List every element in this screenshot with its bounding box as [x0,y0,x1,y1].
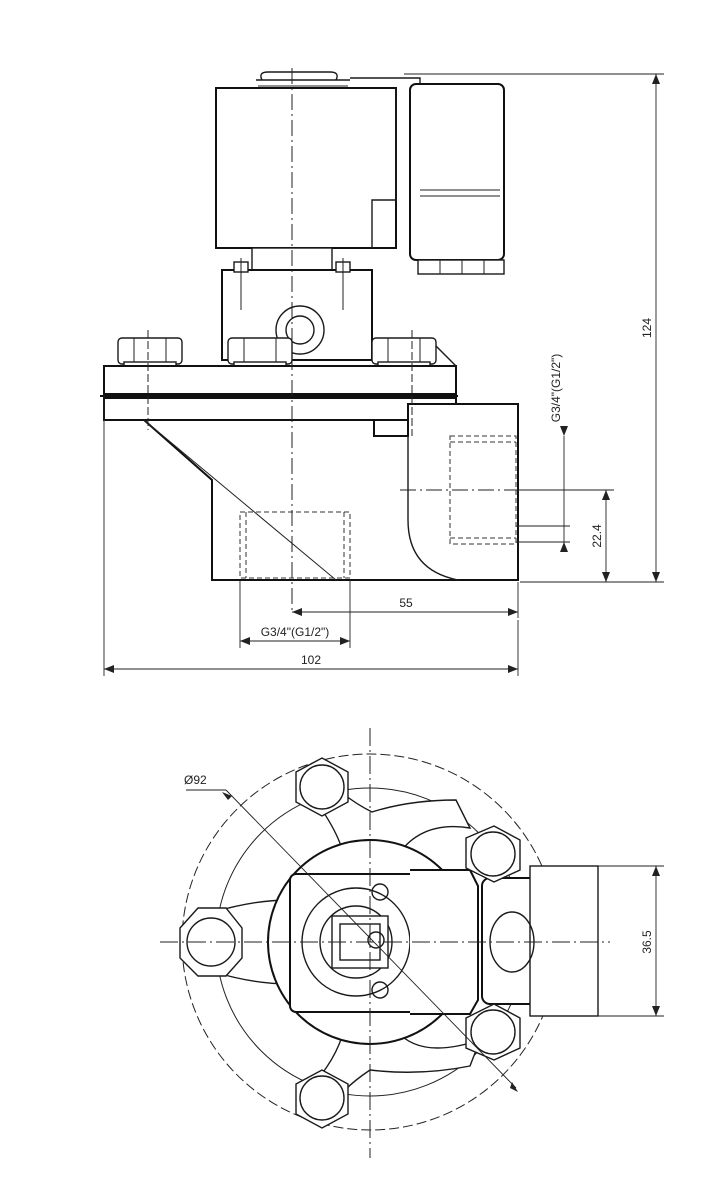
flange-bolt-center [227,337,293,369]
dim-overall-width: 102 [301,653,321,667]
flange-bolt-right [371,337,437,369]
cable-gland [417,259,505,275]
bolt-top [295,757,349,817]
solenoid-coil [215,87,397,249]
din-connector [409,83,505,261]
bolt-bottom [295,1069,349,1129]
bolt-lower-right [465,1003,521,1061]
pilot-port [275,305,325,355]
thread-outlet-label: G3/4"(G1/2") [261,625,330,639]
thread-inlet-label: G3/4"(G1/2") [549,354,563,423]
dim-flange-diameter: Ø92 [184,773,207,787]
flange-bolt-left [117,337,183,369]
front-view: 124 22.4 G3/4"(G1/2") 55 G3/4"(G1/2") 10… [100,68,664,676]
top-view: Ø92 36.5 [160,728,664,1158]
dim-overall-height: 124 [640,318,654,338]
valve-cover [103,365,457,395]
dim-inlet-to-outlet: 55 [399,596,413,610]
bolt-upper-right [465,825,521,883]
dim-port-offset: 22.4 [590,524,604,548]
dim-coil-width: 36.5 [640,930,654,954]
coil-clip [256,71,350,81]
valve-body [141,403,519,581]
